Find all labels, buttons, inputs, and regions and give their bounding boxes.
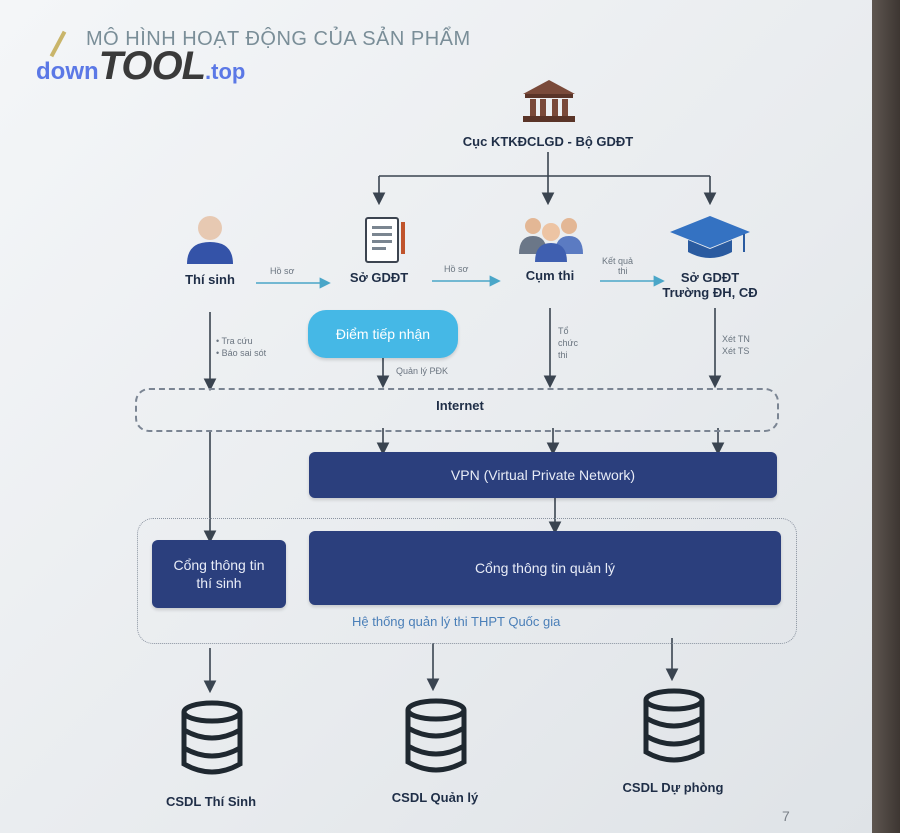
cong-thi-sinh-node: Cổng thông tin thí sinh xyxy=(152,540,286,608)
node-so-gddt-label: Sở GDĐT xyxy=(349,270,409,285)
edge-label-ho-so-2: Hồ sơ xyxy=(444,264,469,274)
diem-tiep-nhan-label: Điểm tiếp nhận xyxy=(335,326,431,342)
page-background xyxy=(0,0,872,833)
db-quan-ly-label: CSDL Quản lý xyxy=(391,790,479,805)
cong-thi-sinh-line2: thí sinh xyxy=(196,575,242,591)
edge-label-to-1: Tổ xyxy=(558,326,569,336)
he-thong-container xyxy=(137,518,797,644)
people-group-icon xyxy=(519,218,583,262)
watermark-part1: down xyxy=(36,58,99,85)
vpn-label: VPN (Virtual Private Network) xyxy=(450,467,636,483)
cong-quan-ly-node: Cổng thông tin quản lý xyxy=(309,531,781,605)
database-icon xyxy=(181,700,243,775)
he-thong-label: Hệ thống quản lý thi THPT Quốc gia xyxy=(352,614,561,629)
watermark-part2: TOOL xyxy=(98,44,206,88)
edge-label-ket-qua-2: thi xyxy=(618,266,628,276)
node-cum-thi-label: Cụm thi xyxy=(525,268,575,283)
db-du-phong-label: CSDL Dự phòng xyxy=(622,780,724,795)
document-icon xyxy=(365,217,405,263)
book-edge xyxy=(872,0,900,833)
edge-label-xet-ts: Xét TS xyxy=(722,346,750,356)
diem-tiep-nhan-node: Điểm tiếp nhận xyxy=(308,310,458,358)
bank-building-icon xyxy=(523,80,575,122)
vpn-node: VPN (Virtual Private Network) xyxy=(309,452,777,498)
internet-label: Internet xyxy=(436,398,484,413)
node-thi-sinh-label: Thí sinh xyxy=(185,272,235,287)
database-icon xyxy=(405,698,467,773)
edge-label-to-2: chức xyxy=(558,338,579,348)
user-icon xyxy=(187,216,233,264)
node-so-truong-label: Sở GDĐT Trường ĐH, CĐ xyxy=(650,270,770,300)
node-so-truong-line1: Sở GDĐT xyxy=(680,270,740,285)
page-title: MÔ HÌNH HOẠT ĐỘNG CỦA SẢN PHẨM xyxy=(86,28,471,50)
edge-label-ho-so-1: Hồ sơ xyxy=(270,266,295,276)
cong-quan-ly-label: Cổng thông tin quản lý xyxy=(474,560,616,576)
page-number: 7 xyxy=(782,808,790,824)
edge-label-to-3: thi xyxy=(558,350,568,360)
cong-thi-sinh-line1: Cổng thông tin xyxy=(173,557,265,573)
watermark-logo: downTOOL.top xyxy=(36,44,245,89)
edge-label-bao-sai-sot: • Báo sai sót xyxy=(216,348,267,358)
database-icon xyxy=(643,688,705,763)
edge-label-quan-ly-pdk: Quản lý PĐK xyxy=(396,366,449,376)
edge-label-ket-qua-1: Kết quả xyxy=(602,256,634,266)
db-thi-sinh-label: CSDL Thí Sinh xyxy=(165,794,257,809)
internet-band xyxy=(135,388,779,432)
watermark-part3: .top xyxy=(205,59,246,84)
node-so-truong-line2: Trường ĐH, CĐ xyxy=(662,285,758,300)
edge-label-xet-tn: Xét TN xyxy=(722,334,750,344)
edge-label-tra-cuu: • Tra cứu xyxy=(216,336,253,346)
top-node-label: Cục KTKĐCLGD - Bộ GDĐT xyxy=(462,134,634,149)
graduation-cap-icon xyxy=(670,216,750,258)
